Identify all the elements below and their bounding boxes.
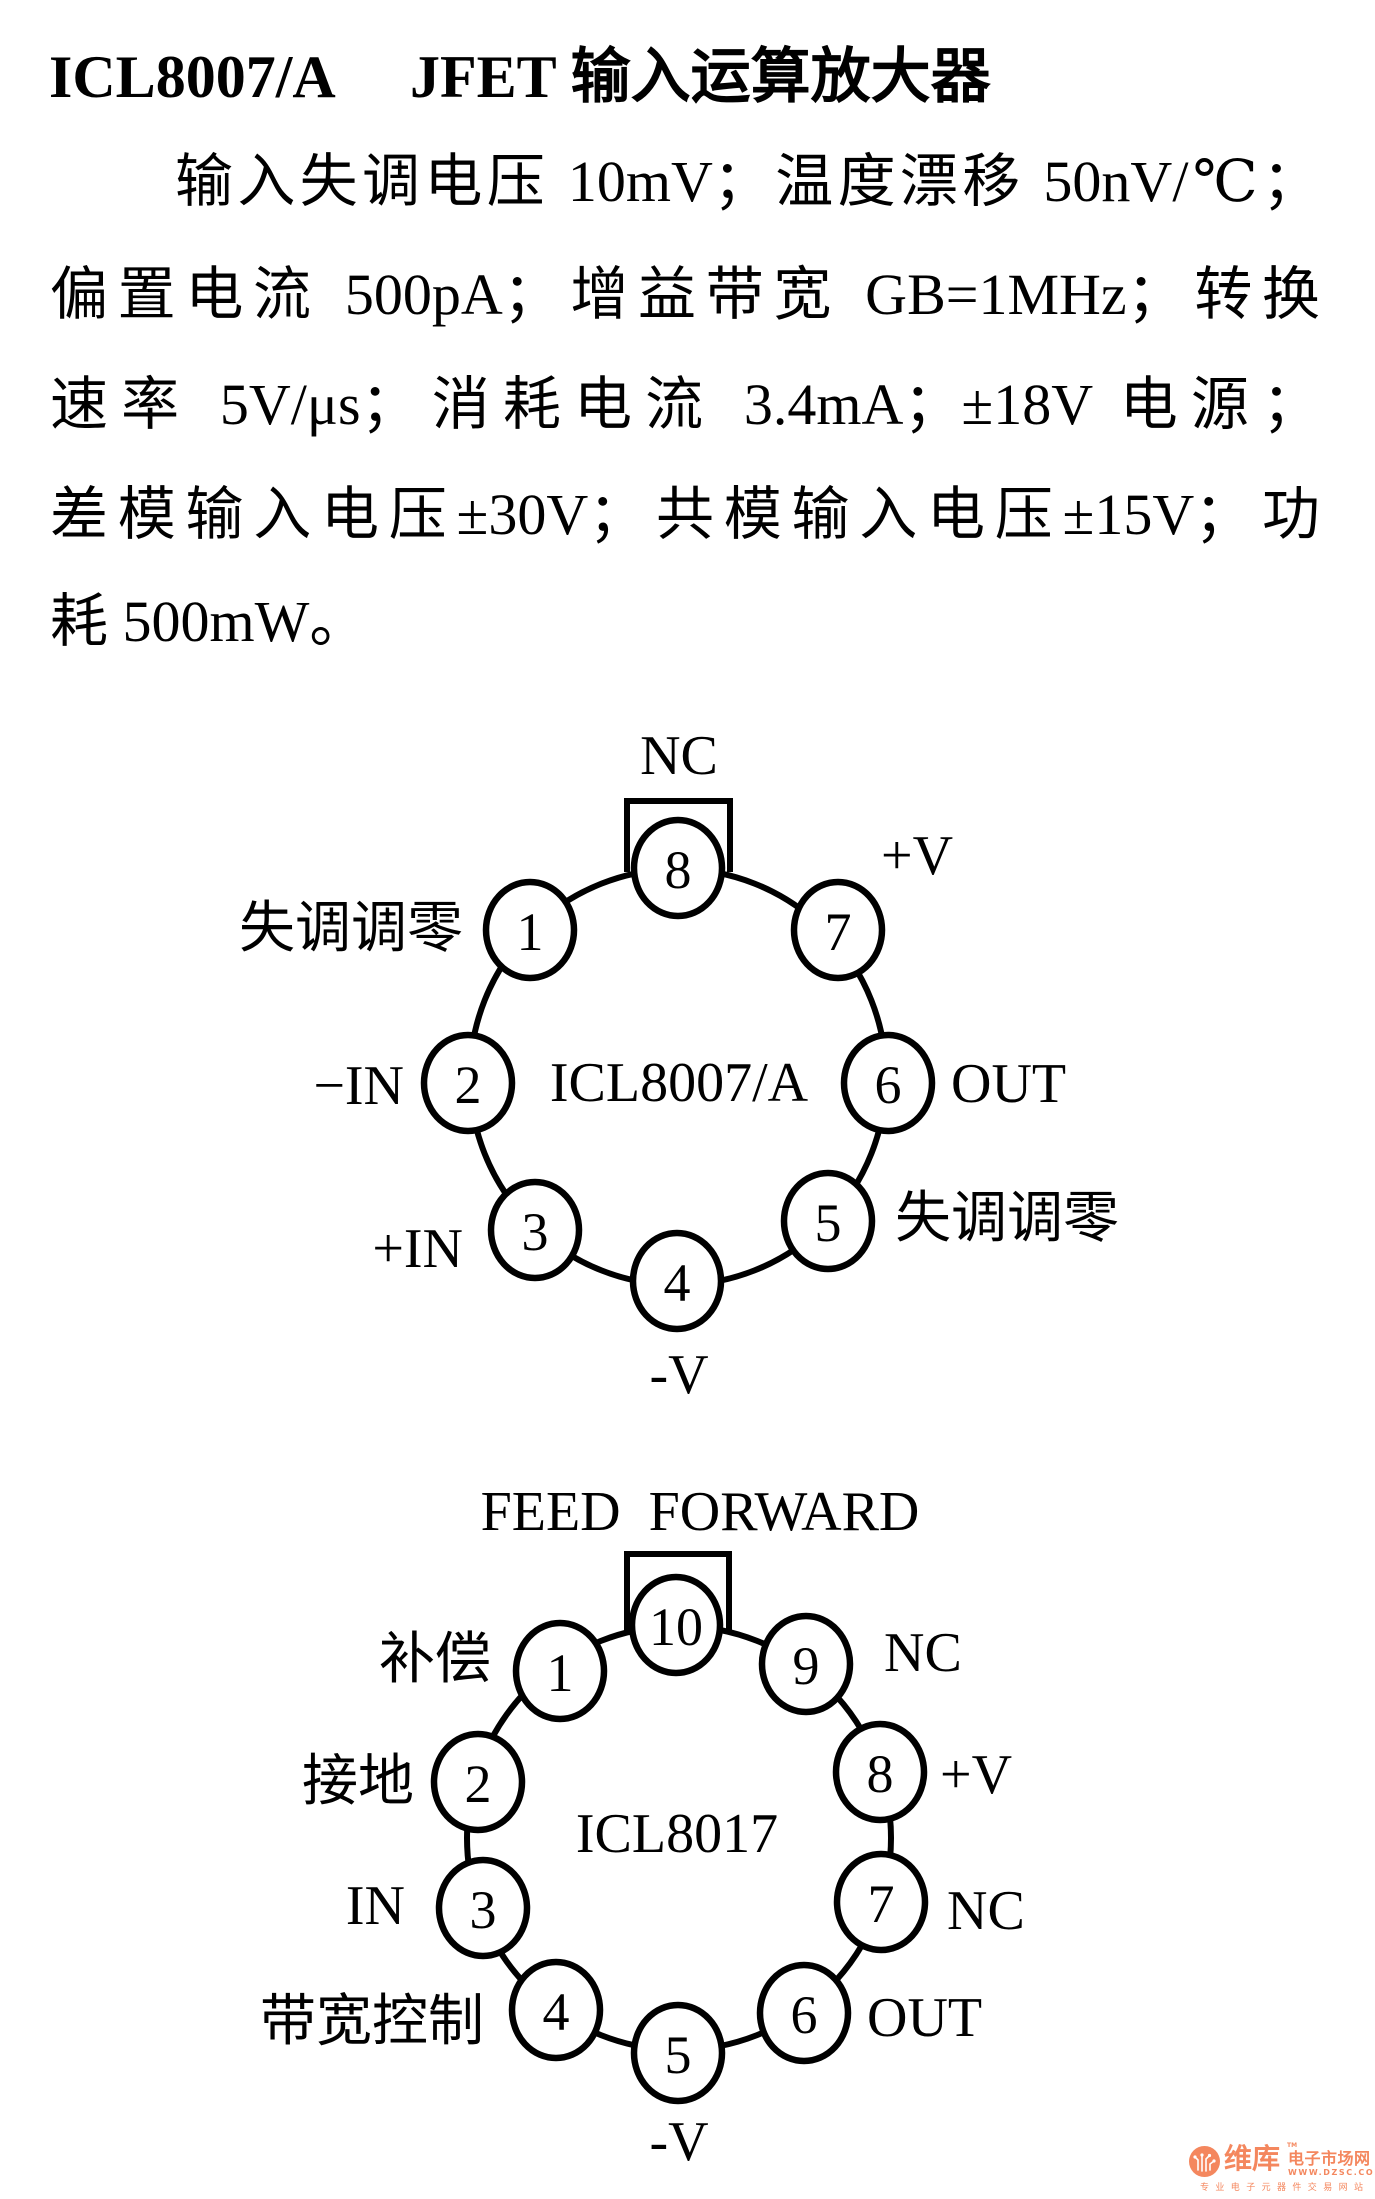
pin-3: 3 IN [346,1856,531,1960]
pin-5: 5 失调调零 [780,1169,1119,1273]
pin-label: 失调调零 [895,1188,1119,1250]
pin-6: 6 OUT [756,1961,982,2065]
page-title-description: JFET 输入运算放大器 [410,44,991,110]
pin-4: 4 带宽控制 [260,1958,604,2062]
pin-circle [630,816,726,920]
pin-circle [840,1031,936,1135]
pin-number: 6 [875,1055,902,1115]
pin-label: +V [940,1744,1012,1806]
pin-circle [780,1169,876,1273]
pin-label: 补偿 [379,1629,491,1691]
pin-number: 3 [470,1880,497,1940]
pin-7: 7 NC [833,1850,1025,1954]
pin-1: 1 失调调零 [239,878,578,982]
pinout-diagram-icl8007a: 8 NC 7 +V 1 失调调零 2 −IN 6 OUT [239,725,1119,1406]
pin-10: 10 FEED FORWARD [481,1481,920,1677]
pin-label: 接地 [302,1751,414,1813]
pin-label: −IN [313,1055,404,1117]
pin-9: 9 NC [758,1612,962,1716]
chip-name: ICL8017 [576,1803,778,1865]
pin-6: 6 OUT [840,1031,1066,1135]
pinout-diagram-icl8017: 10 FEED FORWARD 9 NC 1 补偿 8 +V 2 接地 [260,1481,1025,2173]
pin-label: +IN [372,1218,463,1280]
pin-7: 7 +V [790,825,953,982]
pin-circle [832,1720,928,1824]
watermark-tagline: 专业电子元器件交易网站 [1200,2183,1370,2193]
pin-1: 1 补偿 [379,1619,608,1723]
pin-label: -V [649,2111,708,2173]
pin-label: IN [346,1875,405,1937]
pin-number: 8 [665,840,692,900]
pin-label: OUT [951,1053,1066,1115]
pin-circle [420,1031,516,1135]
pin-label: NC [884,1622,962,1684]
pin-number: 9 [793,1636,820,1696]
spec-line: 差模输入电压±30V；共模输入电压±15V；功 [50,482,1320,547]
pin-label: OUT [867,1987,982,2049]
watermark-trademark: TM [1287,2142,1298,2149]
spec-line: 输入失调电压 10mV；温度漂移 50nV/℃； [175,149,1320,214]
pin-label: NC [640,725,718,787]
pin-3: 3 +IN [372,1178,583,1282]
pin-number: 6 [791,1985,818,2045]
pin-5: 5 -V [630,2001,726,2173]
spec-line: 耗 500mW。 [50,589,368,654]
pin-circle [629,1229,725,1333]
watermark-site-name: 电子市场网 [1288,2149,1371,2168]
pin-2: 2 −IN [313,1031,516,1135]
pin-circle [628,1573,724,1677]
pin-label: -V [649,1344,708,1406]
pin-number: 7 [825,902,852,962]
pin-circle [756,1961,852,2065]
pin-label: 失调调零 [239,898,463,960]
pin-number: 2 [465,1754,492,1814]
pin-label: 带宽控制 [260,1991,484,2053]
pin-8: 8 +V [832,1720,1012,1824]
dzsc-logo-icon [1189,2146,1220,2177]
pin-8: 8 NC [630,725,726,920]
pin-number: 1 [547,1643,574,1703]
pin-label: +V [881,825,953,887]
spec-line: 速率 5V/μs；消耗电流 3.4mA；±18V 电源； [50,372,1320,437]
watermark-url: WWW.DZSC.COM [1288,2168,1375,2177]
pin-circle [630,2001,726,2105]
pin-1-key-tab [624,798,733,872]
page-title-part-number: ICL8007/A [49,44,336,110]
pin-circle [512,1619,608,1723]
spec-line: 偏置电流 500pA；增益带宽 GB=1MHz；转换 [50,262,1320,327]
pin-circle [487,1178,583,1282]
pin-number: 5 [665,2025,692,2085]
pin-label: NC [947,1880,1025,1942]
pin-circle [758,1612,854,1716]
pin-number: 4 [543,1982,570,2042]
pin-circle [430,1730,526,1834]
pin-circle [482,878,578,982]
pin-number: 5 [815,1193,842,1253]
pin-2: 2 接地 [302,1730,526,1834]
pin-number: 4 [664,1253,691,1313]
pin-circle [790,878,886,982]
pin-number: 7 [868,1874,895,1934]
chip-name: ICL8007/A [550,1052,809,1114]
pin-circle [833,1850,929,1954]
pin-number: 2 [455,1055,482,1115]
pin-circle [508,1958,604,2062]
pin-circle [435,1856,531,1960]
watermark-brand: 维库 [1224,2142,1281,2175]
pin-4: 4 -V [629,1229,725,1406]
pin-label: FEED FORWARD [481,1481,920,1543]
pin-1-key-tab [624,1551,732,1632]
pin-number: 3 [522,1202,549,1262]
pin-number: 1 [517,902,544,962]
pin-number: 8 [867,1744,894,1804]
pin-number: 10 [649,1597,703,1657]
